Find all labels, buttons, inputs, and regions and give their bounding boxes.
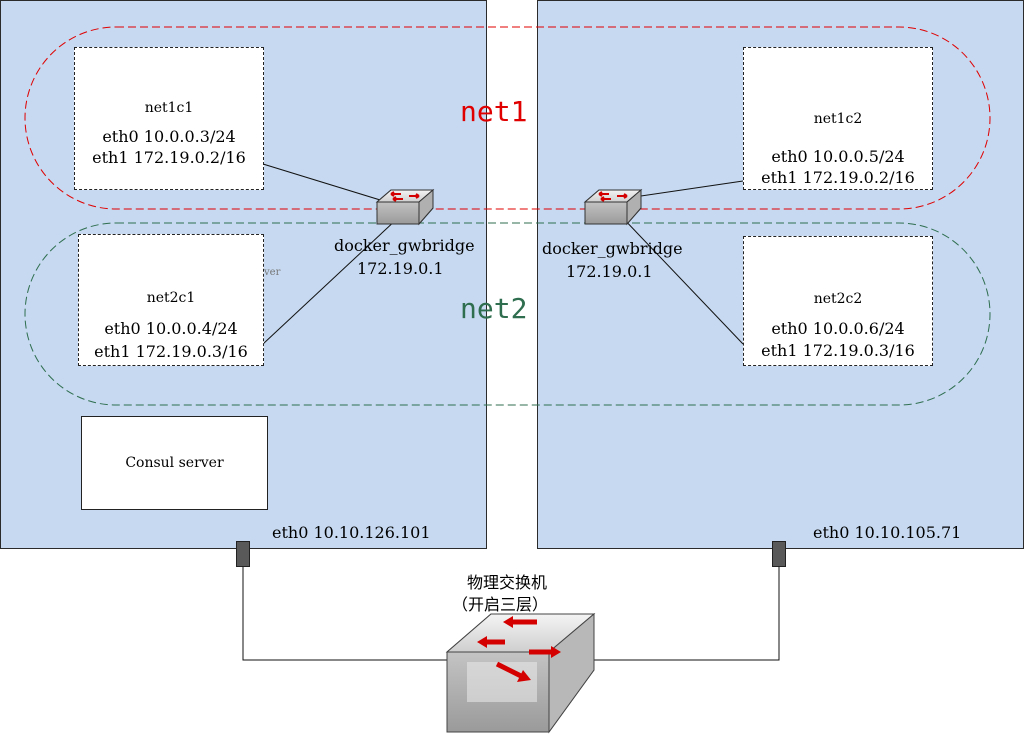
physical-switch-icon — [445, 612, 596, 734]
container-net2c2: net2c2 eth0 10.0.0.6/24 eth1 172.19.0.3/… — [743, 236, 933, 366]
container-net1c1: net1c1 eth0 10.0.0.3/24 eth1 172.19.0.2/… — [74, 47, 264, 190]
cable-left — [242, 567, 452, 661]
container-eth1: eth1 172.19.0.3/16 — [94, 342, 248, 361]
faint-text: ver — [264, 267, 281, 278]
link-net2c2-bridge — [619, 214, 744, 345]
net2-oval — [24, 222, 991, 406]
container-name: net1c1 — [144, 100, 194, 116]
container-eth1: eth1 172.19.0.2/16 — [92, 148, 246, 167]
container-net2c1: net2c1 eth0 10.0.0.4/24 eth1 172.19.0.3/… — [78, 234, 264, 366]
cable-right — [592, 567, 780, 661]
bridge-left-name: docker_gwbridge — [334, 236, 475, 255]
consul-server-box: Consul server — [81, 416, 268, 510]
consul-server-label: Consul server — [125, 455, 224, 471]
container-eth0: eth0 10.0.0.5/24 — [771, 147, 905, 166]
container-name: net1c2 — [813, 111, 863, 127]
container-eth1: eth1 172.19.0.2/16 — [761, 168, 915, 187]
container-eth1: eth1 172.19.0.3/16 — [761, 341, 915, 360]
net1-oval — [24, 26, 991, 210]
link-net2c1-bridge — [262, 217, 399, 345]
container-eth0: eth0 10.0.0.3/24 — [102, 127, 236, 146]
bridge-right-icon — [583, 188, 643, 226]
bridge-left-icon — [375, 188, 435, 226]
bridge-right-name: docker_gwbridge — [542, 239, 683, 258]
bridge-left-ip: 172.19.0.1 — [357, 259, 444, 278]
container-eth0: eth0 10.0.0.6/24 — [771, 319, 905, 338]
container-net1c2: net1c2 eth0 10.0.0.5/24 eth1 172.19.0.2/… — [743, 47, 933, 190]
host-left-port — [236, 541, 250, 567]
net1-label: net1 — [460, 95, 528, 128]
host-left-eth0: eth0 10.10.126.101 — [272, 523, 431, 542]
container-name: net2c2 — [813, 291, 863, 307]
net2-label: net2 — [460, 292, 528, 325]
host-right-eth0: eth0 10.10.105.71 — [813, 523, 962, 542]
physical-switch-title: 物理交换机 — [467, 573, 548, 592]
container-eth0: eth0 10.0.0.4/24 — [104, 319, 238, 338]
link-net1c1-bridge — [262, 163, 391, 204]
host-right-port — [772, 541, 786, 567]
physical-switch-subtitle: （开启三层） — [452, 595, 549, 614]
container-name: net2c1 — [146, 290, 196, 306]
bridge-right-ip: 172.19.0.1 — [566, 262, 653, 281]
